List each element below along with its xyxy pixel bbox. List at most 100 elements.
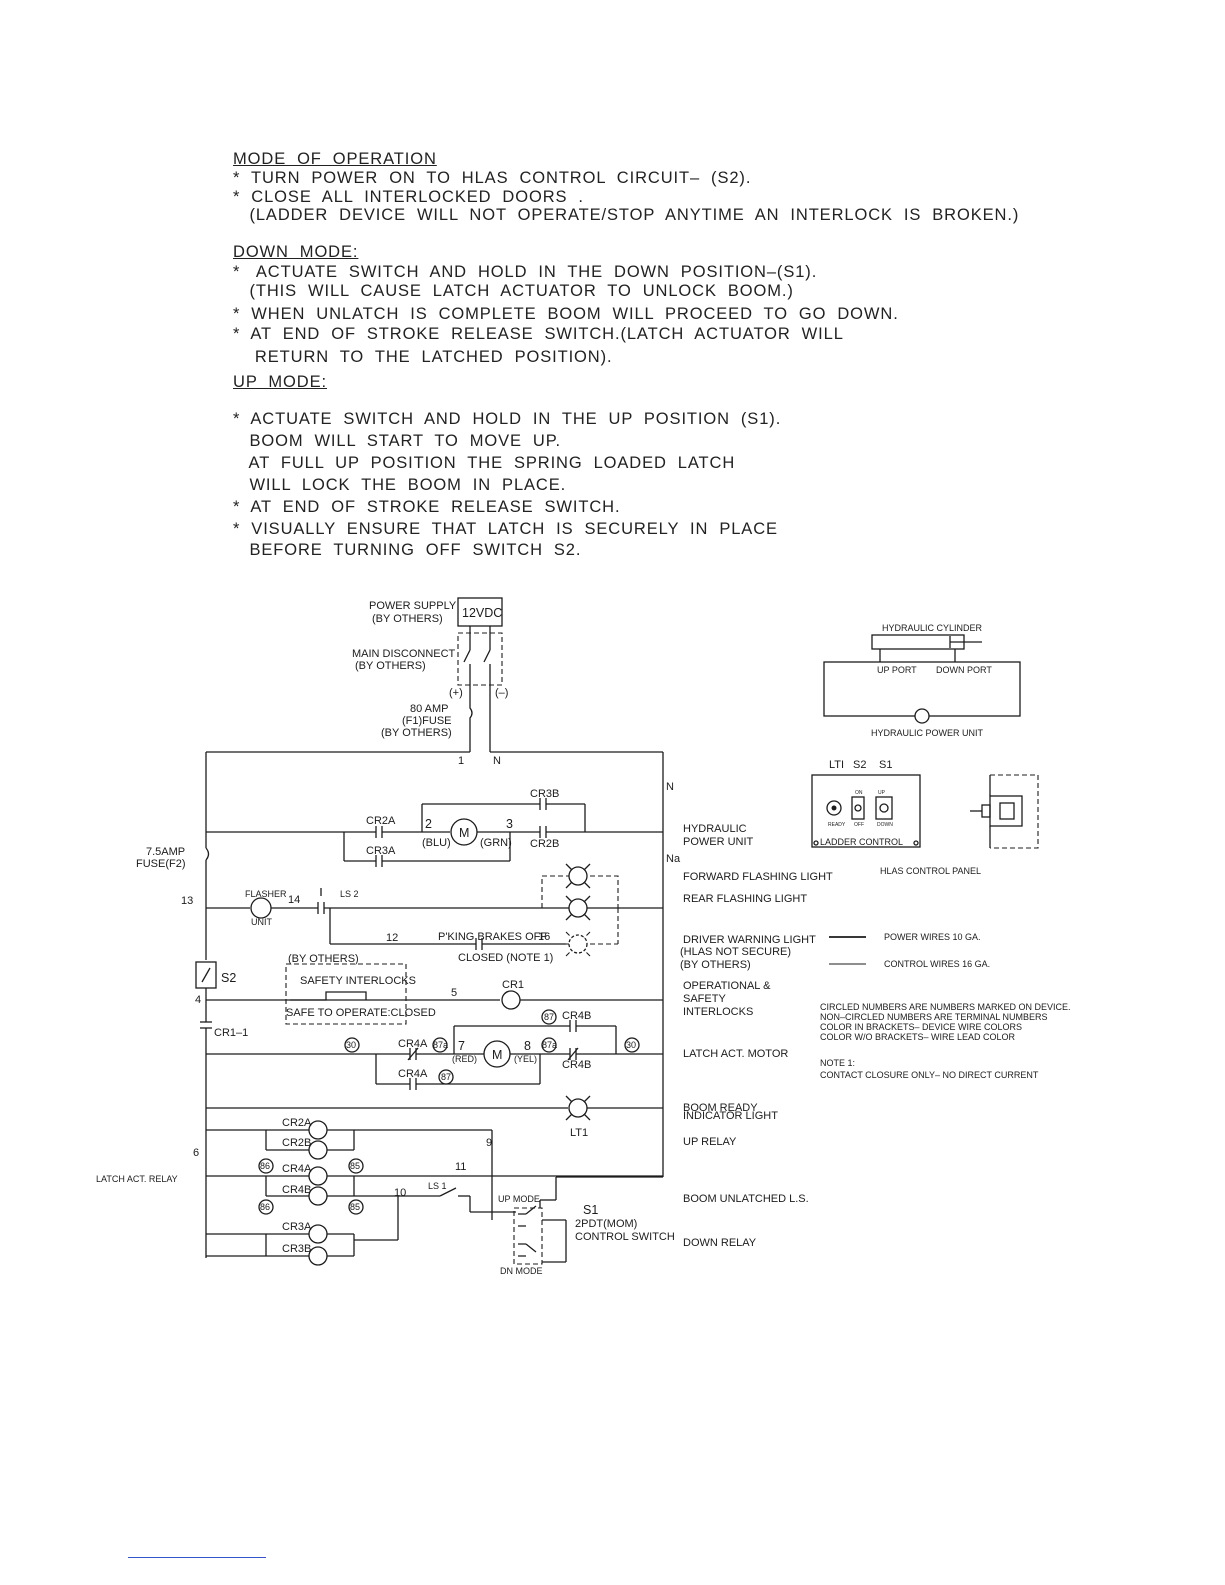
red-wire-label: (RED) (452, 1054, 477, 1064)
by-others-label: (BY OTHERS) (355, 660, 426, 672)
flasher-unit (250, 897, 272, 919)
note-line: (LADDER DEVICE WILL NOT OPERATE/STOP ANY… (233, 206, 1020, 224)
power-supply-box (457, 597, 503, 627)
ls2-label: LS 2 (340, 889, 359, 899)
note1-title: NOTE 1: (820, 1058, 855, 1068)
up-mode-heading: UP MODE: (233, 373, 327, 391)
f1-fuse-symbol (469, 700, 473, 752)
up-label: UP (878, 790, 886, 796)
up-port-label: UP PORT (877, 665, 917, 675)
note-line: AT FULL UP POSITION THE SPRING LOADED LA… (233, 454, 736, 472)
hydraulic-cylinder-label: HYDRAULIC CYLINDER (882, 623, 983, 633)
interlock-contact (290, 991, 367, 1001)
lt1-label: LT1 (570, 1127, 588, 1139)
hlas-control-panel-caption: HLAS CONTROL PANEL (880, 866, 981, 876)
cr1-relay-coil (501, 990, 521, 1010)
on-label: ON (855, 790, 863, 796)
device-notes: CIRCLED NUMBERS ARE NUMBERS MARKED ON DE… (820, 1002, 1071, 1080)
device-terminal-86: 86 (260, 1161, 270, 1171)
terminal-3-label: 3 (506, 817, 513, 831)
off-label: OFF (854, 822, 864, 828)
flasher-rung: FLASHER UNIT 13 14 LS 2 12 P'KING BRAKES… (181, 863, 663, 964)
plus-label: (+) (449, 687, 463, 699)
info-line: COLOR IN BRACKETS– DEVICE WIRE COLORS (820, 1022, 1022, 1032)
cr4b-relay-coil (308, 1186, 328, 1206)
interlocks-label: INTERLOCKS (683, 1006, 753, 1018)
control-switch-label: CONTROL SWITCH (575, 1231, 675, 1243)
cr2a-relay-coil (308, 1120, 328, 1140)
hydraulic-pump-symbol (914, 708, 930, 724)
note-line: * TURN POWER ON TO HLAS CONTROL CIRCUIT–… (233, 169, 752, 187)
device-terminal-87a: 87a (542, 1040, 557, 1050)
cr2b-contact-label: CR2B (530, 838, 559, 850)
operational-label: OPERATIONAL & (683, 980, 771, 992)
f2-amp-label: 7.5AMP (146, 846, 185, 858)
cr2a-coil-label: CR2A (282, 1117, 312, 1129)
s1-label: S1 (583, 1203, 598, 1217)
cr2a-contact-label: CR2A (366, 815, 396, 827)
control-wires-label: CONTROL WIRES 16 GA. (884, 959, 990, 969)
boom-ready-rung: LT1 (206, 1095, 663, 1139)
minus-label: (–) (495, 687, 508, 699)
power-wires-label: POWER WIRES 10 GA. (884, 932, 981, 942)
hydraulic-power-unit-rung: M CR2A CR3A CR3B CR2B 2 3 (BLU) (GRN) (206, 788, 663, 867)
cr3b-contact-label: CR3B (530, 788, 559, 800)
cr4b-coil-label: CR4B (282, 1184, 311, 1196)
info-line: NON–CIRCLED NUMBERS ARE TERMINAL NUMBERS (820, 1012, 1048, 1022)
by-others-label: (BY OTHERS) (372, 613, 443, 625)
terminal-6-label: 6 (193, 1147, 199, 1159)
node-na-label: Na (666, 853, 681, 865)
f1-fuse: 80 AMP (F1)FUSE (BY OTHERS) (381, 700, 473, 752)
cr1-coil-label: CR1 (502, 979, 524, 991)
hydraulic-power-unit-label: HYDRAULIC POWER UNIT (871, 728, 984, 738)
note-line: * ACTUATE SWITCH AND HOLD IN THE DOWN PO… (233, 263, 818, 281)
panel-side-view (989, 795, 1023, 827)
terminal-5-label: 5 (451, 987, 457, 999)
terminal-14-label: 14 (288, 894, 300, 906)
node-1-label: 1 (458, 755, 464, 767)
ls1-label: LS 1 (428, 1181, 447, 1191)
cr3b-relay-coil (308, 1246, 328, 1266)
disconnect-box (457, 632, 503, 686)
park-brake-label: P'KING BRAKES OFF (438, 931, 547, 943)
main-disconnect-label: MAIN DISCONNECT (352, 648, 456, 660)
by-others-label: (BY OTHERS) (680, 959, 751, 971)
info-line: CIRCLED NUMBERS ARE NUMBERS MARKED ON DE… (820, 1002, 1071, 1012)
interlock-rung: S2 4 CR1 5 (BY OTHERS) SAFETY INTERLOCKS… (195, 953, 663, 1258)
power-supply-label: POWER SUPPLY (369, 600, 457, 612)
boom-ready-label: BOOM READY (683, 1102, 758, 1114)
s2-label: S2 (221, 971, 236, 985)
panel-s1-label: S1 (879, 759, 892, 771)
node-n-right-label: N (666, 781, 674, 793)
cr3a-contact-label: CR3A (366, 845, 396, 857)
terminal-16-label: 16 (538, 931, 550, 943)
note-line: WILL LOCK THE BOOM IN PLACE. (233, 476, 567, 494)
hlas-not-secure-label: (HLAS NOT SECURE) (680, 946, 791, 958)
terminal-11-label: 11 (455, 1161, 466, 1173)
device-terminal-87: 87 (441, 1072, 451, 1082)
terminal-10-label: 10 (394, 1187, 406, 1199)
cr4b-contact-label: CR4B (562, 1010, 591, 1022)
cr3a-relay-coil (308, 1224, 328, 1244)
ready-label: READY (828, 822, 846, 828)
s1-down-pole (518, 1243, 537, 1257)
f1-amp-label: 80 AMP (410, 703, 449, 715)
relay-coils: CR2A CR2B 9 6 CR4A CR4B 11 86 85 86 85 L… (96, 1117, 663, 1266)
blu-wire-label: (BLU) (422, 837, 451, 849)
up-relay-label: UP RELAY (683, 1136, 737, 1148)
device-terminal-30: 30 (346, 1040, 356, 1050)
note-line: RETURN TO THE LATCHED POSITION). (233, 348, 613, 366)
down-port-label: DOWN PORT (936, 665, 992, 675)
f2-fuse-symbol (205, 847, 210, 861)
down-mode-heading: DOWN MODE: (233, 243, 359, 261)
flasher-unit-label: UNIT (251, 917, 272, 927)
panel-s2-label: S2 (853, 759, 866, 771)
main-disconnect: MAIN DISCONNECT (BY OTHERS) (+) (–) (352, 626, 508, 752)
cr4a-relay-coil (308, 1166, 328, 1186)
note-line: * VISUALLY ENSURE THAT LATCH IS SECURELY… (233, 520, 778, 538)
driver-warning-light (568, 934, 588, 954)
down-label: DOWN (877, 822, 893, 828)
f1-fuse-label: (F1)FUSE (402, 715, 452, 727)
note-line: * CLOSE ALL INTERLOCKED DOORS . (233, 188, 584, 206)
safe-to-operate-label: SAFE TO OPERATE:CLOSED (286, 1007, 436, 1019)
